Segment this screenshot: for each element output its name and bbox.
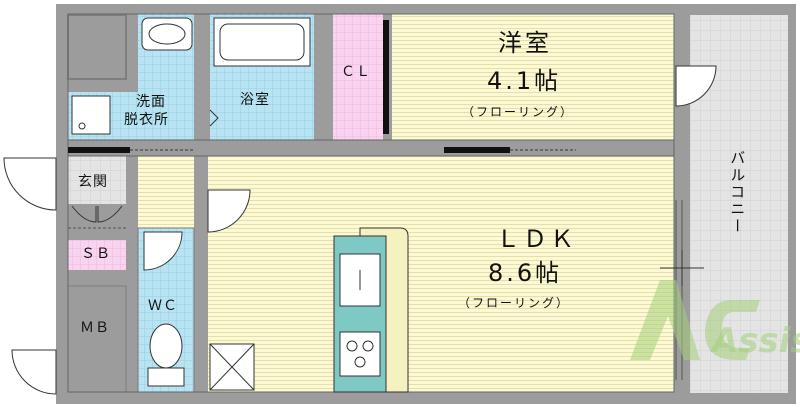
- entrance-floor: [68, 156, 126, 204]
- shoe-box-label: ＳＢ: [81, 246, 111, 262]
- balcony-label: バルコニー: [728, 150, 747, 235]
- ldk-floor: [208, 156, 674, 392]
- closet-label: ＣＬ: [341, 64, 371, 80]
- washroom-label-line1: 洗面: [136, 94, 166, 110]
- western-balcony-door-icon: [675, 65, 717, 107]
- washroom-label-line2: 脱衣所: [124, 112, 169, 128]
- western-room-floor: [392, 14, 674, 140]
- entrance-door-icon: [3, 157, 57, 211]
- shoe-box-floor: [68, 240, 126, 270]
- closet-floor: [333, 14, 383, 140]
- watermark-text: Assist: [712, 321, 800, 361]
- western-room-size: 4.1帖: [487, 67, 562, 95]
- ldk-name: ＬＤＫ: [496, 225, 577, 253]
- toilet-icon: [147, 367, 185, 387]
- assist-watermark-icon: [630, 280, 760, 360]
- washing-machine-pan-icon: [71, 95, 111, 135]
- toilet-label: ＷＣ: [148, 298, 178, 314]
- bath-label: 浴室: [240, 92, 270, 108]
- ldk-floor-type: （フローリング）: [458, 296, 571, 310]
- stove-icon: [339, 331, 381, 377]
- western-room-name: 洋室: [498, 29, 552, 57]
- ldk-size: 8.6帖: [488, 259, 563, 287]
- meter-box-label: ＭＢ: [80, 320, 110, 336]
- mb-door-icon: [11, 349, 57, 395]
- western-room-floor-type: （フローリング）: [462, 105, 575, 119]
- entrance-label: 玄関: [78, 174, 108, 190]
- toilet-door-icon: [207, 189, 251, 233]
